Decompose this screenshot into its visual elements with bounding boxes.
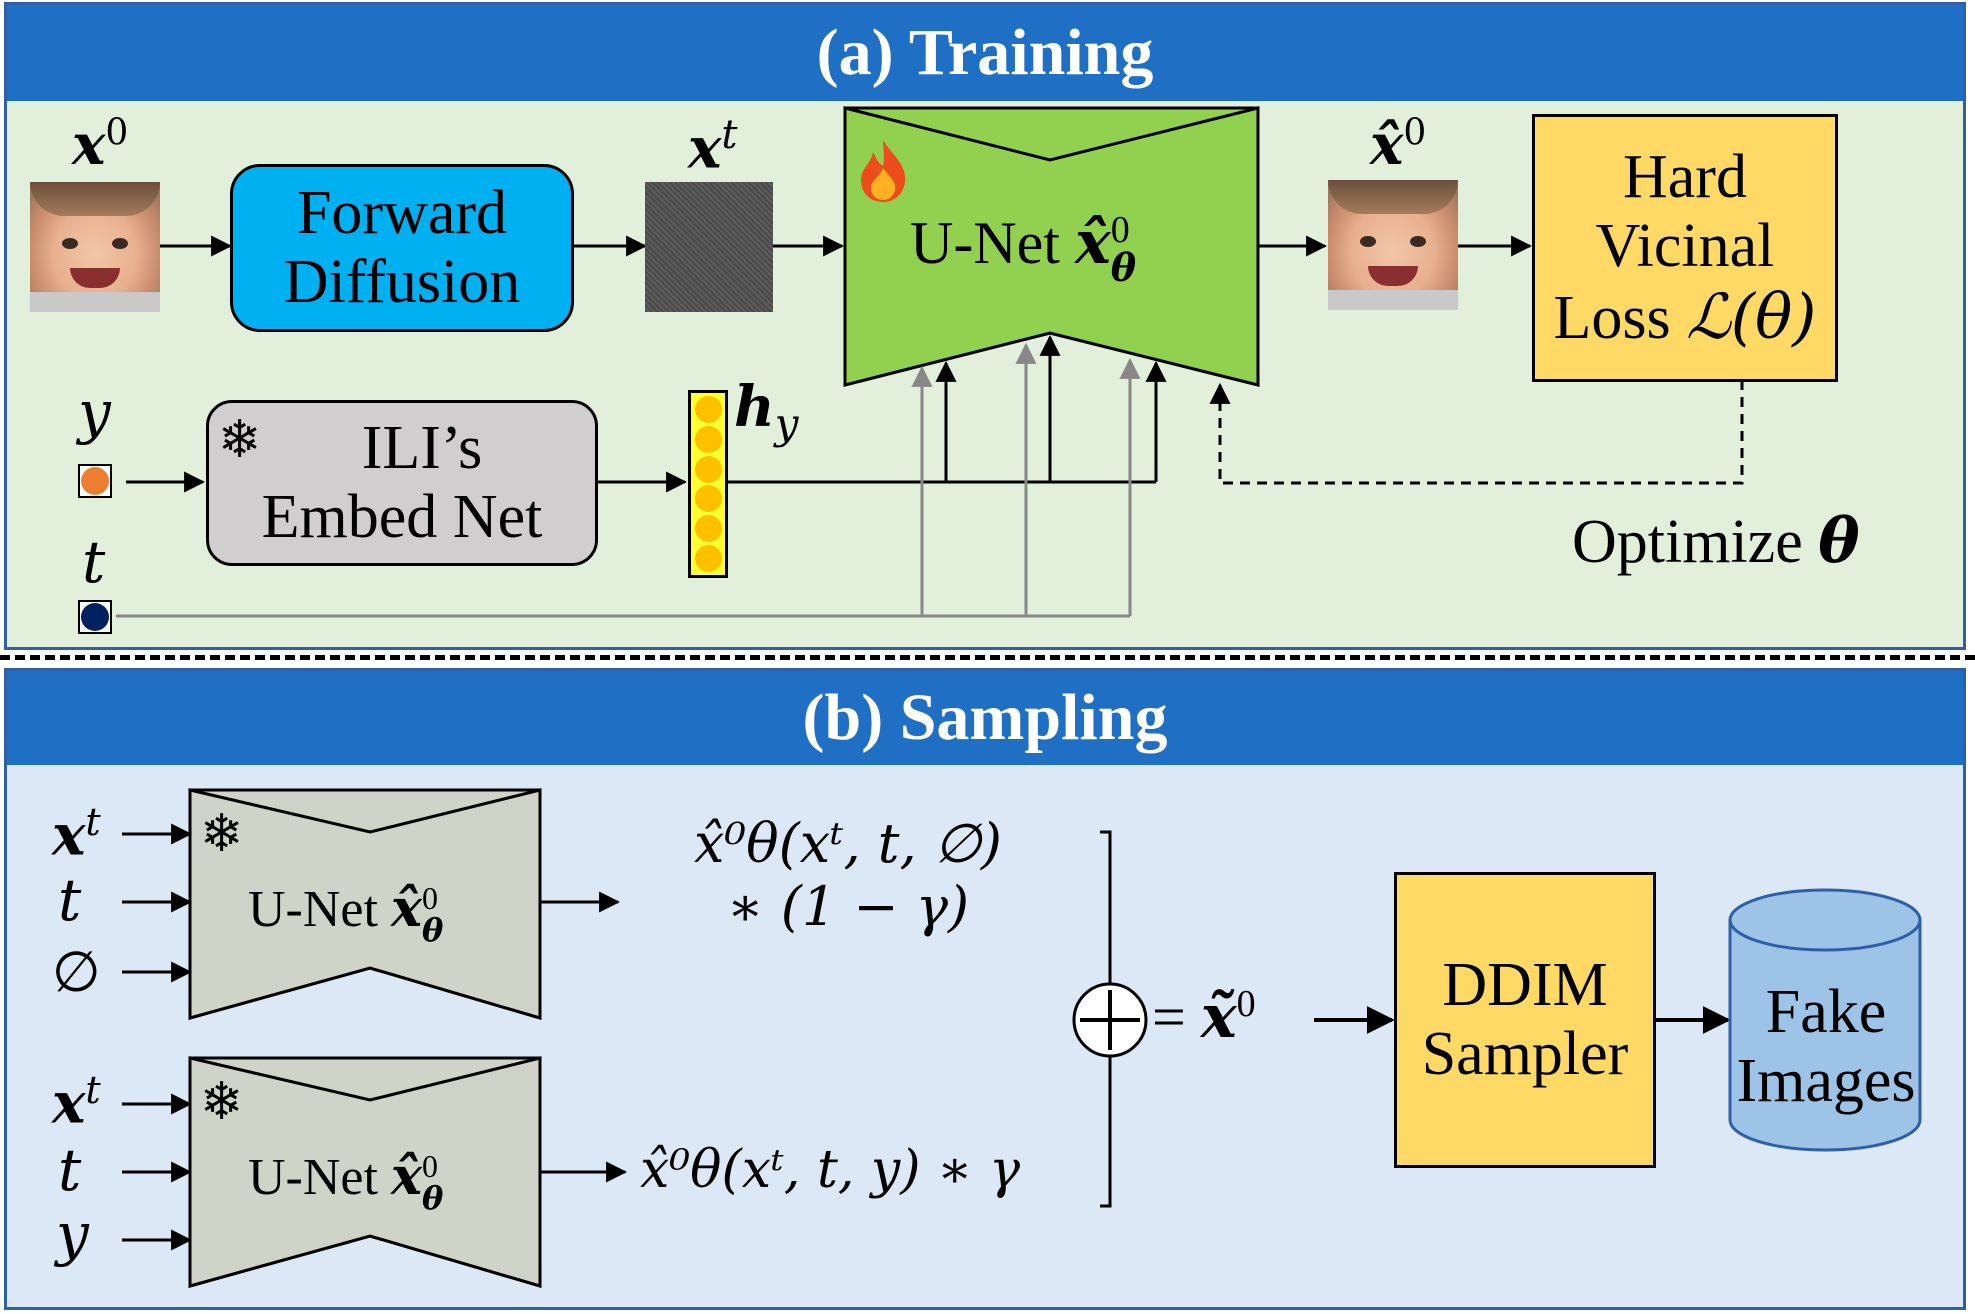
- top-output-term: x̂⁰θ(xᵗ, t, ∅) ∗ (1 − γ): [694, 812, 1002, 938]
- t-input-node: [78, 600, 112, 634]
- ddim-line1: DDIM: [1442, 950, 1608, 1019]
- embed-net-line1: ILI’s: [361, 413, 483, 482]
- flame-icon: [857, 138, 909, 204]
- embed-net-box: ILI’s Embed Net: [206, 400, 598, 566]
- optimize-label: Optimize θ: [1572, 504, 1860, 577]
- bottom-input-t: t: [58, 1136, 82, 1204]
- snowflake-icon: ❄: [200, 804, 244, 864]
- xhat-label: x̂0: [1370, 112, 1427, 178]
- combined-estimate-label: = x̃0: [1152, 982, 1256, 1052]
- input-face-image: [30, 182, 160, 312]
- fake-images-label: Fake Images: [1736, 978, 1916, 1116]
- section-divider: [0, 655, 1975, 660]
- sampling-title: (b) Sampling: [7, 671, 1963, 765]
- forward-diffusion-line1: Forward: [296, 178, 508, 247]
- forward-diffusion-line2: Diffusion: [283, 248, 521, 316]
- loss-line2: Loss ℒ(θ): [1553, 279, 1817, 353]
- xt-label: xt: [688, 112, 738, 182]
- snowflake-icon: ❄: [200, 1072, 244, 1132]
- embed-net-line2: Embed Net: [261, 483, 543, 551]
- loss-line1: Hard Vicinal: [1595, 142, 1775, 281]
- t-label: t: [82, 528, 106, 596]
- bottom-input-xt: xt: [52, 1068, 101, 1137]
- y-label: y: [78, 378, 111, 446]
- bottom-input-y: y: [56, 1200, 89, 1268]
- noisy-image: [645, 182, 773, 312]
- hard-vicinal-loss-box: Hard Vicinal Loss ℒ(θ): [1532, 114, 1838, 382]
- training-title: (a) Training: [7, 5, 1963, 101]
- top-input-xt: xt: [52, 800, 101, 869]
- bottom-output-term: x̂⁰θ(xᵗ, t, y) ∗ γ: [640, 1140, 1021, 1200]
- top-input-null: ∅: [52, 940, 101, 1005]
- top-input-t: t: [58, 866, 82, 934]
- ddim-sampler-box: DDIM Sampler: [1394, 872, 1656, 1168]
- x0-label: x0: [72, 112, 129, 178]
- hy-embedding-vector: [688, 390, 728, 578]
- fake-images-cylinder: [1728, 920, 1922, 1152]
- hy-label: hy: [734, 374, 799, 449]
- forward-diffusion-box: Forward Diffusion: [230, 164, 574, 332]
- reconstructed-face-image: [1328, 180, 1458, 310]
- snowflake-icon: ❄: [218, 410, 262, 470]
- ddim-line2: Sampler: [1421, 1020, 1629, 1088]
- y-input-node: [78, 464, 112, 498]
